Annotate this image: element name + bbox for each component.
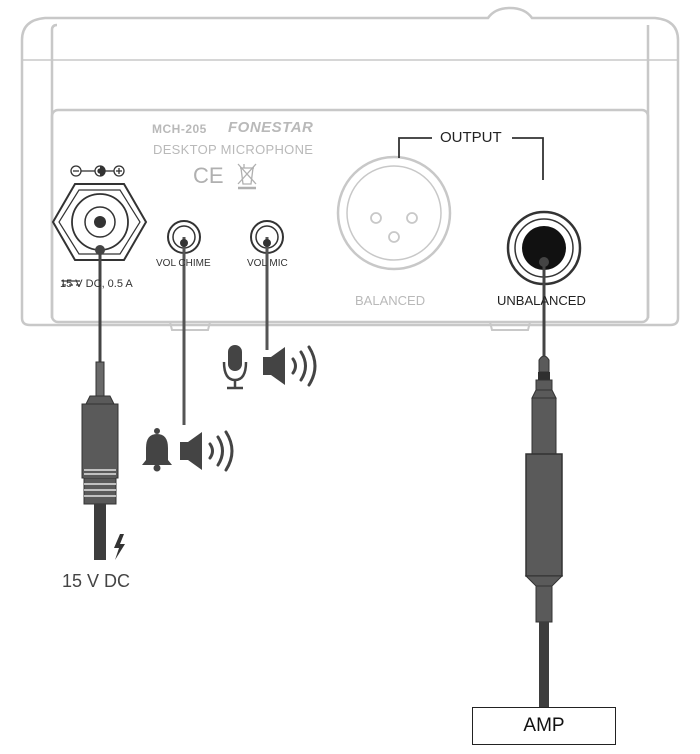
chime-wire xyxy=(180,237,188,425)
speaker-icon xyxy=(180,430,234,472)
amp-label: AMP xyxy=(523,715,565,736)
dc-symbol-icon xyxy=(62,280,80,286)
unbalanced-label: UNBALANCED xyxy=(497,293,586,308)
balanced-label: BALANCED xyxy=(355,293,426,308)
jack-plug-cable xyxy=(524,257,564,708)
amp-box: AMP xyxy=(472,707,616,745)
vol-mic-label: VOL MIC xyxy=(247,258,288,269)
output-label: OUTPUT xyxy=(440,129,502,146)
bell-icon xyxy=(142,428,172,472)
speaker-icon xyxy=(263,345,317,387)
device-subtitle: DESKTOP MICROPHONE xyxy=(153,142,314,157)
power-cable xyxy=(81,245,119,560)
brand-logo: FONESTAR xyxy=(228,119,314,136)
vol-chime-label: VOL CHIME xyxy=(156,258,211,269)
lightning-icon xyxy=(114,534,125,560)
weee-bin-icon xyxy=(237,163,257,190)
unbalanced-jack-connector xyxy=(506,210,582,286)
power-rating-label: 15 V DC, 0.5 A xyxy=(60,278,133,290)
microphone-icon xyxy=(222,345,248,390)
ce-mark: CE xyxy=(193,163,224,188)
dc-input-label: 15 V DC xyxy=(62,571,131,591)
mic-wire xyxy=(263,237,271,350)
dc-polarity-icon xyxy=(70,165,125,177)
device-body xyxy=(20,6,680,331)
model-label: MCH-205 xyxy=(152,122,207,136)
output-bracket xyxy=(398,137,544,180)
xlr-balanced-connector xyxy=(336,155,452,271)
